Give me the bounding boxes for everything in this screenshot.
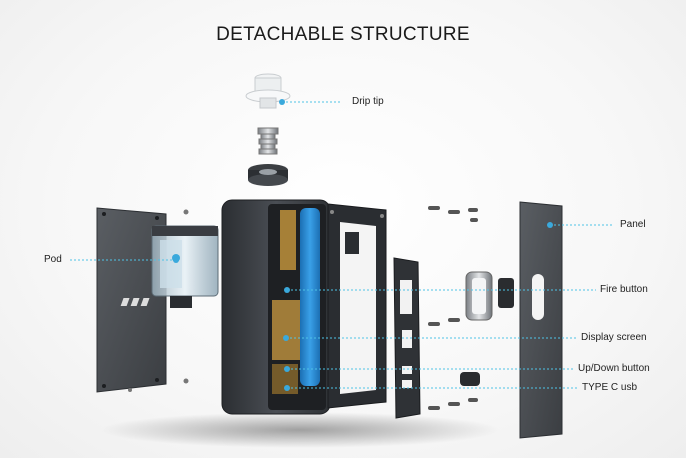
connector-part [257, 127, 279, 155]
label-up-down-button: Up/Down button [578, 363, 650, 374]
frame-plate-part [327, 203, 387, 409]
small-screws [428, 206, 478, 410]
screw [183, 209, 189, 215]
back-panel-part [96, 207, 167, 393]
leader-lines [70, 101, 614, 389]
up-down-button-part [460, 372, 480, 386]
label-fire-button: Fire button [600, 284, 648, 295]
floor-shadow [100, 412, 500, 448]
diagram-title: DETACHABLE STRUCTURE [216, 24, 470, 45]
side-panel-part [519, 201, 563, 439]
fire-button-part [465, 271, 514, 321]
label-display-screen: Display screen [581, 332, 647, 343]
drip-tip-part [245, 73, 291, 109]
pod-part [151, 225, 219, 308]
label-pod: Pod [44, 254, 62, 265]
label-panel: Panel [620, 219, 646, 230]
main-body-part [120, 199, 331, 415]
screw [128, 388, 132, 392]
screw [183, 378, 189, 384]
vent-slots [120, 298, 150, 306]
leader-dots [173, 99, 553, 391]
label-drip-tip: Drip tip [352, 96, 384, 107]
locking-ring-part [248, 164, 288, 186]
label-type-c-usb: TYPE C usb [582, 382, 638, 393]
